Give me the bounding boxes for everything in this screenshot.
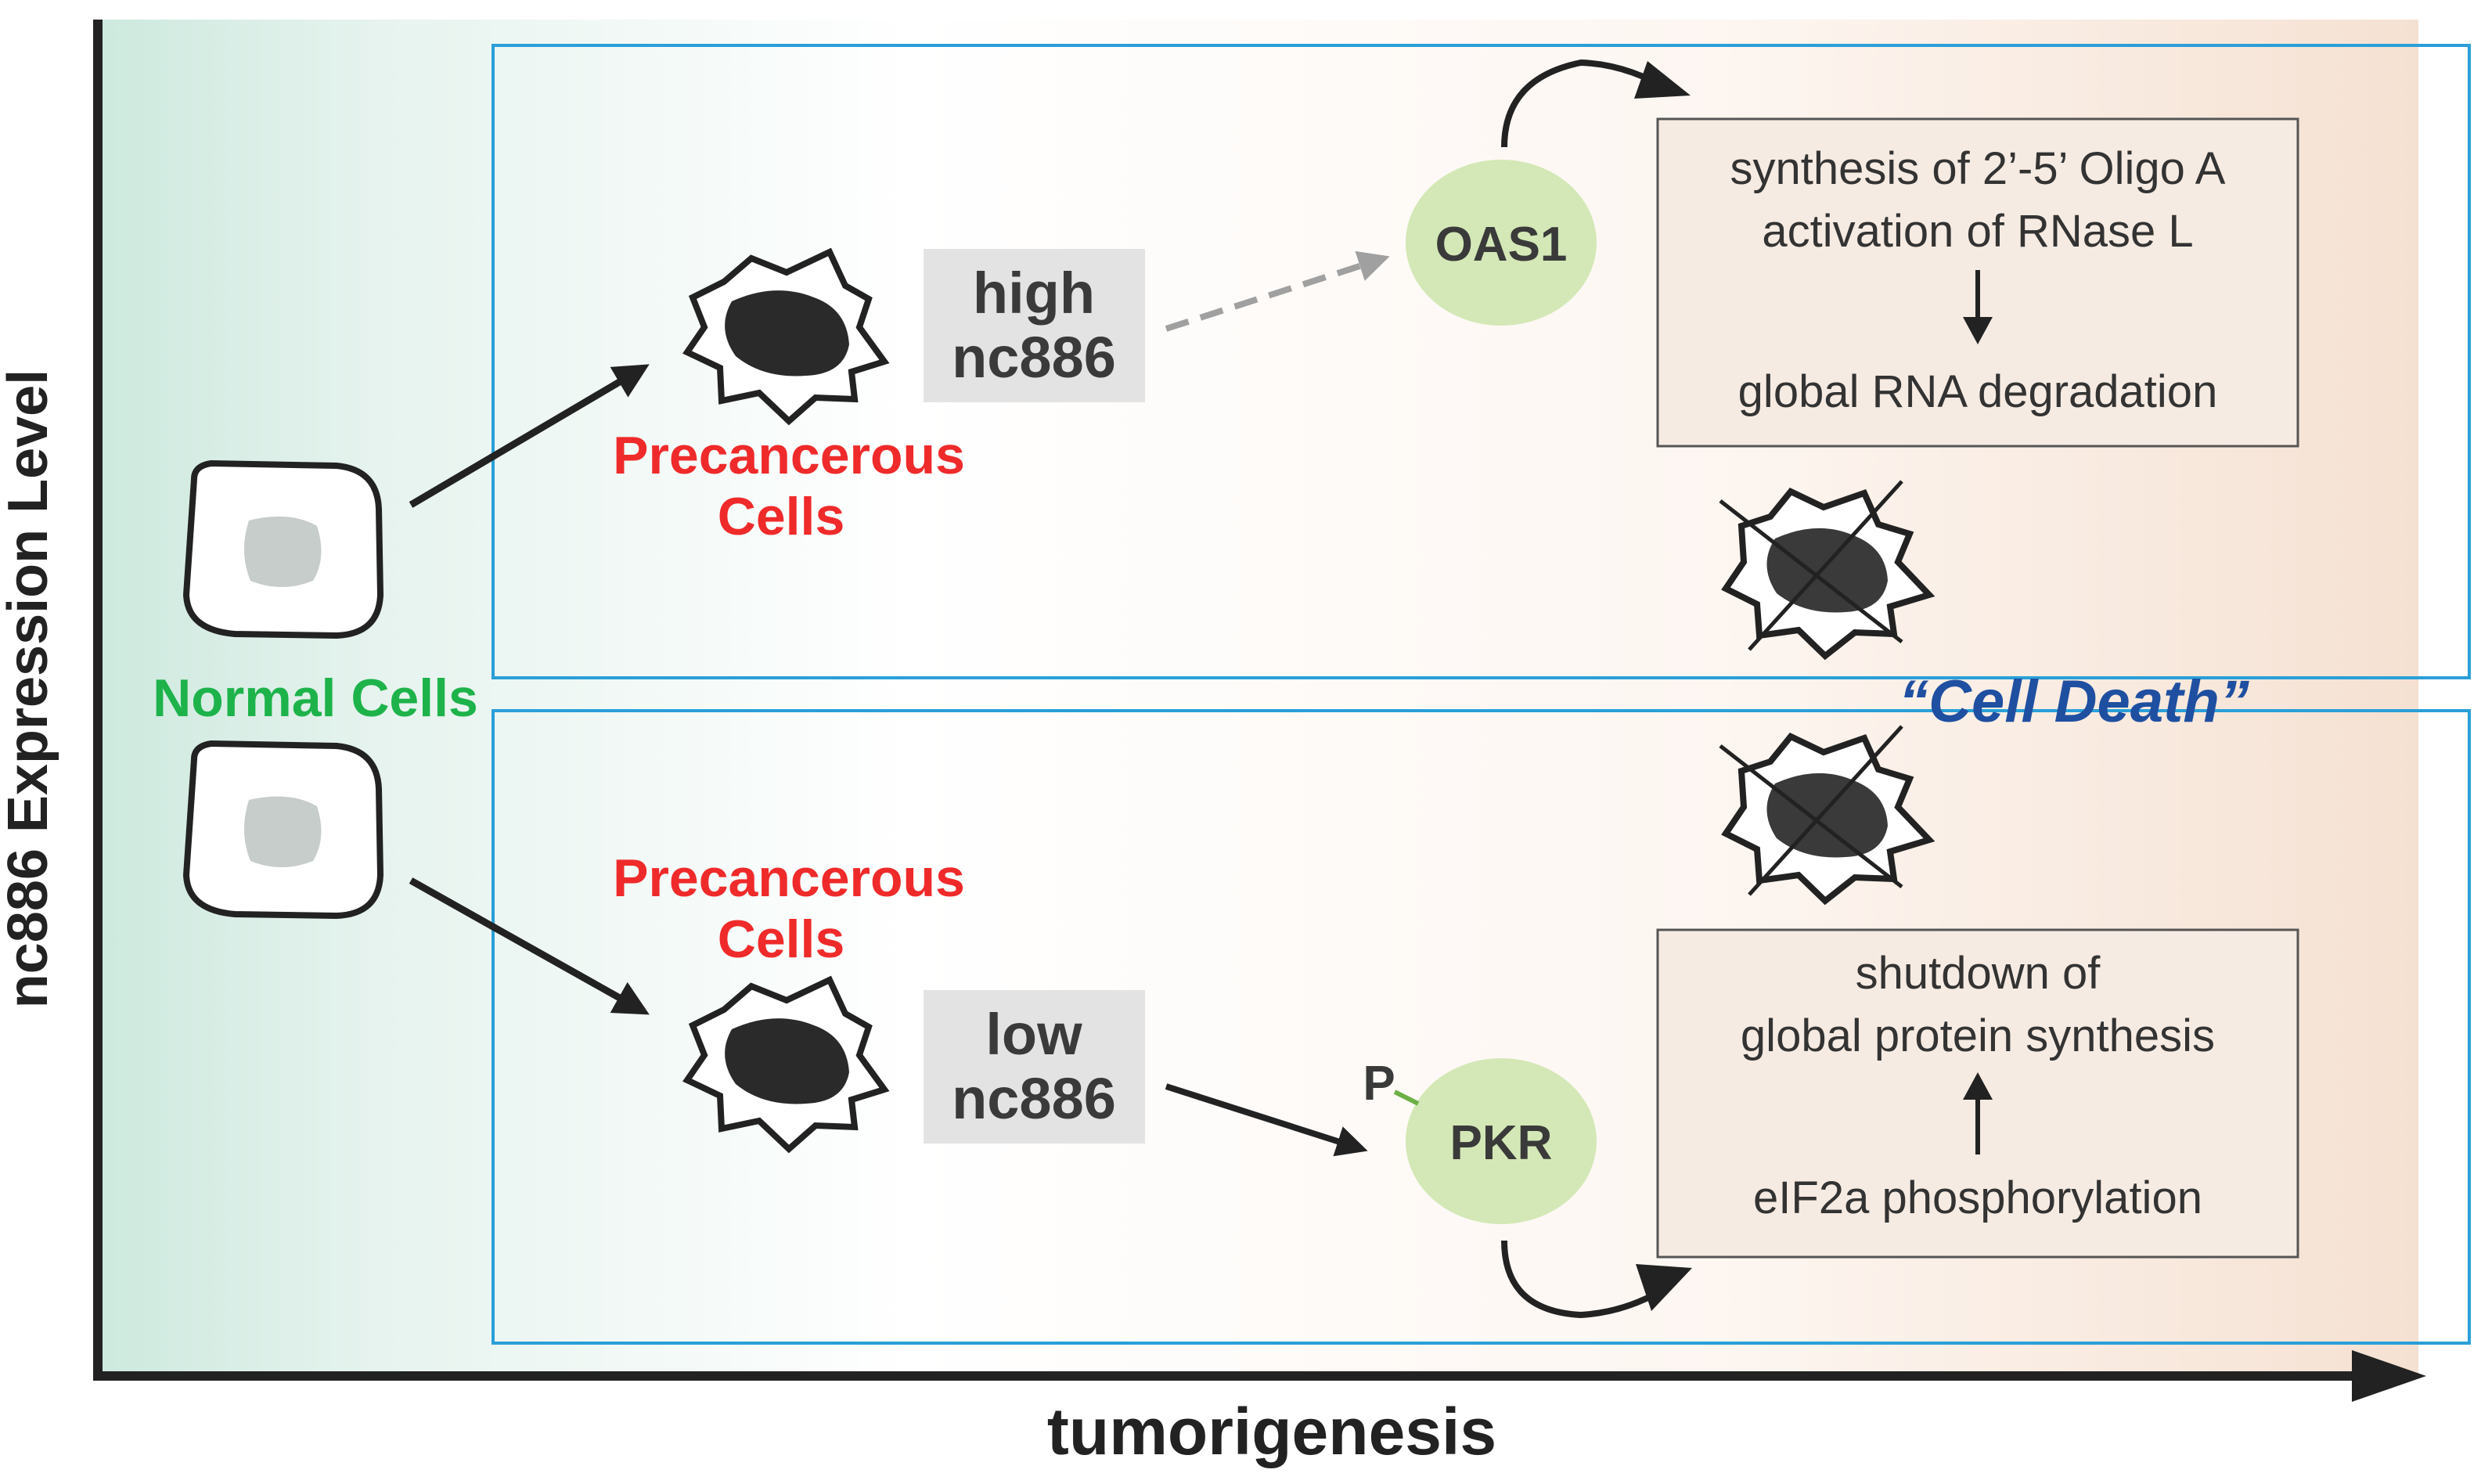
low-nc886-box [924,990,1145,1144]
arrow-normal-to-precancerous-lower [409,877,650,1015]
x-axis-label: tumorigenesis [1047,1395,1496,1468]
precancerous-label-lower-line1: Precancerous [613,848,965,908]
pkr-node [1406,1058,1597,1224]
protein-synthesis-text: global protein synthesis [1741,1010,2215,1061]
precancerous-cell-lower [682,975,890,1154]
dashed-arrow-to-oas1 [1165,250,1390,332]
arrow-normal-to-precancerous-upper [409,364,650,508]
curved-arrow-oas1-head [1634,61,1691,99]
dead-cell-upper [1719,480,1935,661]
dead-cell-lower [1719,725,1935,906]
oas1-label: OAS1 [1435,218,1568,272]
precancerous-label-upper-line1: Precancerous [613,426,965,485]
rnase-l-activation-text: activation of RNase L [1762,206,2193,257]
rna-degradation-text: global RNA degradation [1738,366,2218,417]
y-axis-label: nc886 Expression Level [0,369,59,1008]
precancerous-label-lower-line2: Cells [718,909,845,969]
low-nc886-line1: low [985,1002,1082,1067]
upper-panel [492,44,2471,679]
high-nc886-box [924,249,1145,402]
precancerous-label-upper-line2: Cells [718,487,845,546]
normal-cell-lower [182,740,384,920]
up-arrow-head [1963,1072,1993,1100]
arrow-to-pkr [1165,1083,1368,1157]
down-arrow-head [1963,317,1993,344]
cell-death-label: “Cell Death” [1899,668,2249,735]
precancerous-cell-upper [682,247,890,426]
phospho-bond [1393,1090,1420,1106]
normal-cell-upper [182,459,384,639]
oas1-node [1406,160,1597,326]
shutdown-text: shutdown of [1856,948,2101,999]
oligo-a-synthesis-text: synthesis of 2’-5’ Oligo A [1730,143,2226,194]
curved-arrow-pkr-to-box [1501,1240,1677,1319]
lower-panel [492,709,2471,1345]
curved-arrow-pkr-head [1636,1264,1692,1311]
phospho-label: P [1363,1057,1395,1111]
eif2a-phosphorylation-text: eIF2a phosphorylation [1753,1172,2202,1223]
pkr-label: PKR [1450,1116,1553,1170]
high-nc886-line1: high [973,261,1095,326]
low-nc886-line2: nc886 [952,1066,1116,1131]
high-nc886-line2: nc886 [952,325,1116,390]
x-axis-arrowhead [2352,1350,2426,1402]
normal-cells-label: Normal Cells [153,668,478,728]
